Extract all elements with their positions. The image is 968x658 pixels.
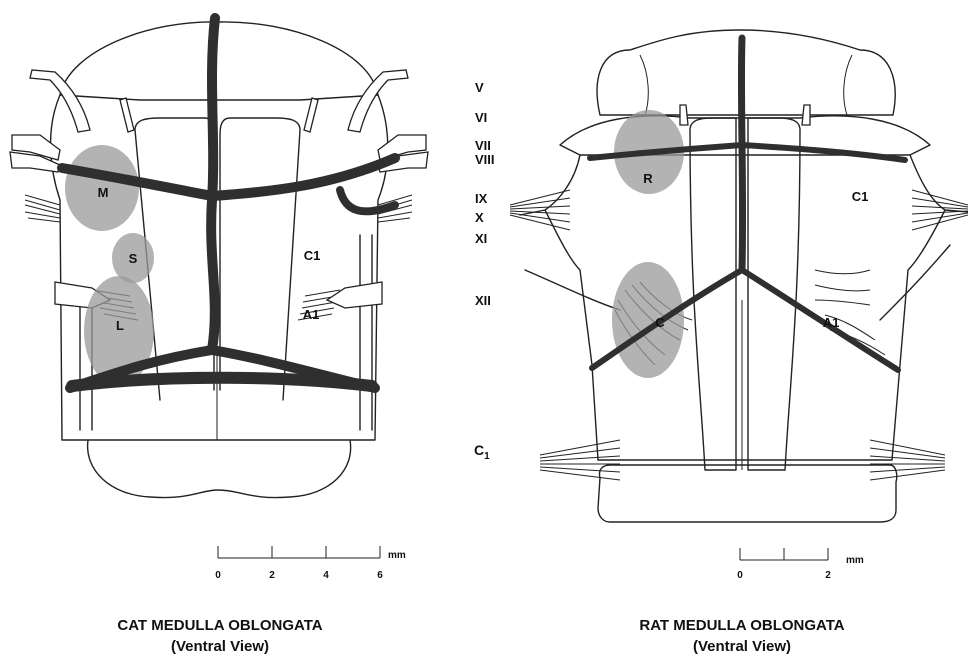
rat-glossopharyngeal-rootlets-right — [912, 190, 968, 230]
cat-trigeminal-nerve-right — [348, 70, 408, 132]
cat-label-c1: C1 — [304, 248, 321, 263]
cat-label-a1: A1 — [303, 307, 320, 322]
rat-accessory-nerve-left — [525, 270, 620, 310]
cat-trigeminal-nerve-left — [30, 70, 90, 132]
rat-subtitle: (Ventral View) — [693, 638, 791, 655]
cat-label-l: L — [116, 318, 124, 333]
rat-scale-tick-0: 0 — [737, 570, 743, 581]
nerve-label-vii: VII — [475, 138, 491, 153]
cat-subtitle: (Ventral View) — [171, 638, 269, 655]
rat-scale-unit: mm — [846, 555, 864, 566]
cat-basilar-artery — [211, 18, 215, 350]
rat-abducens-nerve-left — [680, 105, 688, 125]
cat-cerebellar-branch-right — [340, 190, 395, 211]
rat-title: RAT MEDULLA OBLONGATA — [639, 617, 844, 634]
cat-spinal-cord-outline — [88, 440, 351, 498]
cat-abducens-nerve-right — [304, 98, 318, 132]
cat-label-m: M — [98, 185, 109, 200]
cat-hypoglossal-nerve-right — [327, 282, 382, 308]
rat-label-r: R — [643, 171, 653, 186]
cat-scale-bar: 0 2 4 6 mm — [215, 546, 406, 581]
nerve-label-ix: IX — [475, 191, 488, 206]
cat-scale-unit: mm — [388, 550, 406, 561]
rat-region-c — [612, 262, 684, 378]
nerve-label-xii: XII — [475, 293, 491, 308]
nerve-label-viii: VIII — [475, 152, 495, 167]
rat-abducens-nerve-right — [802, 105, 810, 125]
rat-pons-outline — [597, 30, 895, 115]
cat-label-s: S — [129, 251, 138, 266]
rat-label-c: C — [655, 315, 665, 330]
rat-label-c1: C1 — [852, 189, 869, 204]
cat-title: CAT MEDULLA OBLONGATA — [117, 617, 322, 634]
rat-medulla-diagram: R C C1 A1 0 2 mm RAT MEDULLA OBLONGATA (… — [510, 30, 968, 655]
cat-glossopharyngeal-rootlets-left — [25, 195, 60, 222]
rat-pons-folds — [640, 55, 852, 115]
nerve-label-c1: C1 — [474, 442, 490, 462]
cat-right-lateral-line — [360, 235, 372, 430]
nerve-label-xi: XI — [475, 231, 487, 246]
rat-label-a1: A1 — [823, 315, 840, 330]
rat-right-pyramid-outline — [748, 118, 800, 470]
cat-anterior-spinal-artery — [72, 378, 372, 386]
cat-abducens-nerve-left — [120, 98, 134, 132]
nerve-label-vi: VI — [475, 110, 487, 125]
cat-scale-tick-4: 4 — [323, 570, 329, 581]
cat-scale-tick-6: 6 — [377, 570, 383, 581]
rat-basilar-artery — [741, 38, 742, 270]
cranial-nerve-labels: V VI VII VIII IX X XI XII C1 — [474, 80, 495, 462]
nerve-label-x: X — [475, 210, 484, 225]
nerve-label-v: V — [475, 80, 484, 95]
rat-scale-tick-2: 2 — [825, 570, 831, 581]
cat-pons-outline — [60, 22, 378, 100]
cat-scale-tick-2: 2 — [269, 570, 275, 581]
cat-scale-tick-0: 0 — [215, 570, 221, 581]
rat-scale-bar: 0 2 mm — [737, 548, 864, 581]
rat-accessory-nerve-right — [880, 245, 950, 320]
cat-medulla-diagram: M S L C1 A1 0 2 4 6 mm CAT MEDULLA OBLON… — [10, 18, 428, 655]
